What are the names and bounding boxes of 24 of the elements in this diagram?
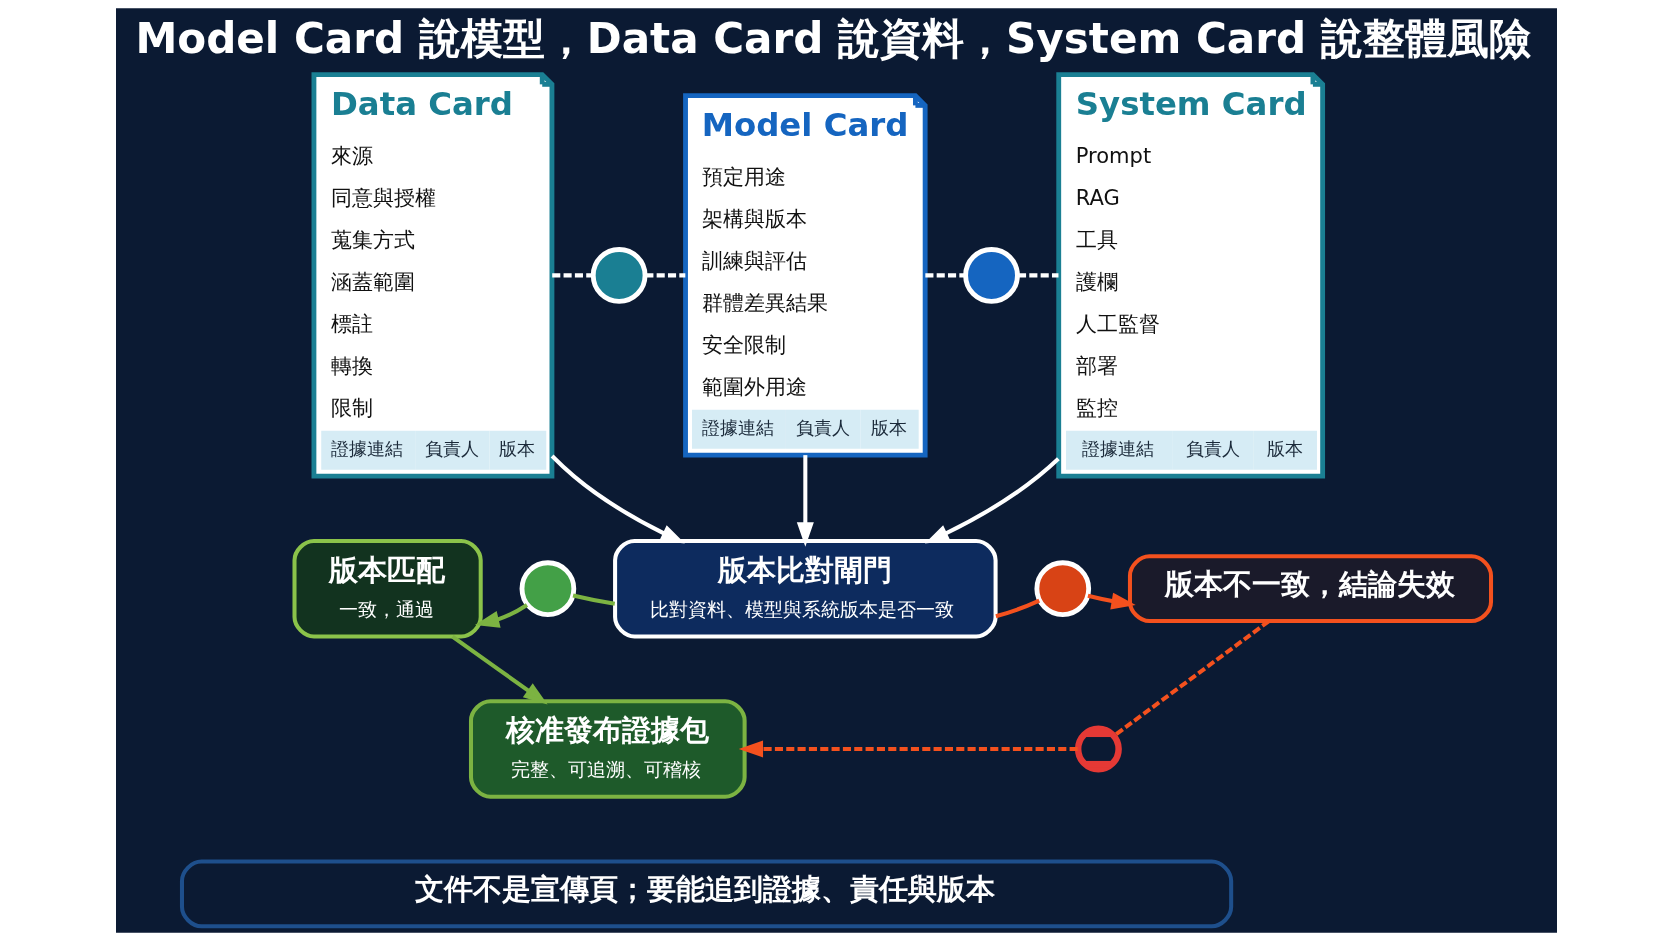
arrow xyxy=(738,740,1078,758)
arrow xyxy=(924,457,1060,544)
arrow xyxy=(550,454,685,544)
connector xyxy=(551,273,593,278)
node-circle xyxy=(519,560,576,618)
node-box: 版本比對閘門 比對資料、模型與系統版本是否一致 xyxy=(612,538,998,639)
node-cross xyxy=(1074,725,1122,773)
connector xyxy=(644,273,685,278)
node-box: 文件不是宣傳頁；要能追到證據、責任與版本 xyxy=(179,859,1233,929)
diagram-title: Model Card 說模型，Data Card 說資料，System Card 說整體風險 xyxy=(134,14,1531,64)
node-box: 核准發布證據包 完整、可追溯、可稽核 xyxy=(468,699,747,799)
node-circle xyxy=(1033,560,1091,618)
connector xyxy=(924,273,965,278)
arrow xyxy=(450,634,548,705)
node-box: 版本匹配 一致，通過 xyxy=(292,538,483,639)
arrow xyxy=(1086,592,1136,610)
connector xyxy=(572,593,615,606)
connector xyxy=(994,598,1040,619)
connector xyxy=(1017,273,1058,278)
arrow xyxy=(796,455,814,547)
node-box: 版本不一致，結論失效 xyxy=(1127,554,1493,624)
arrow xyxy=(474,603,528,628)
node-circle xyxy=(962,247,1020,304)
node-circle xyxy=(590,247,647,304)
